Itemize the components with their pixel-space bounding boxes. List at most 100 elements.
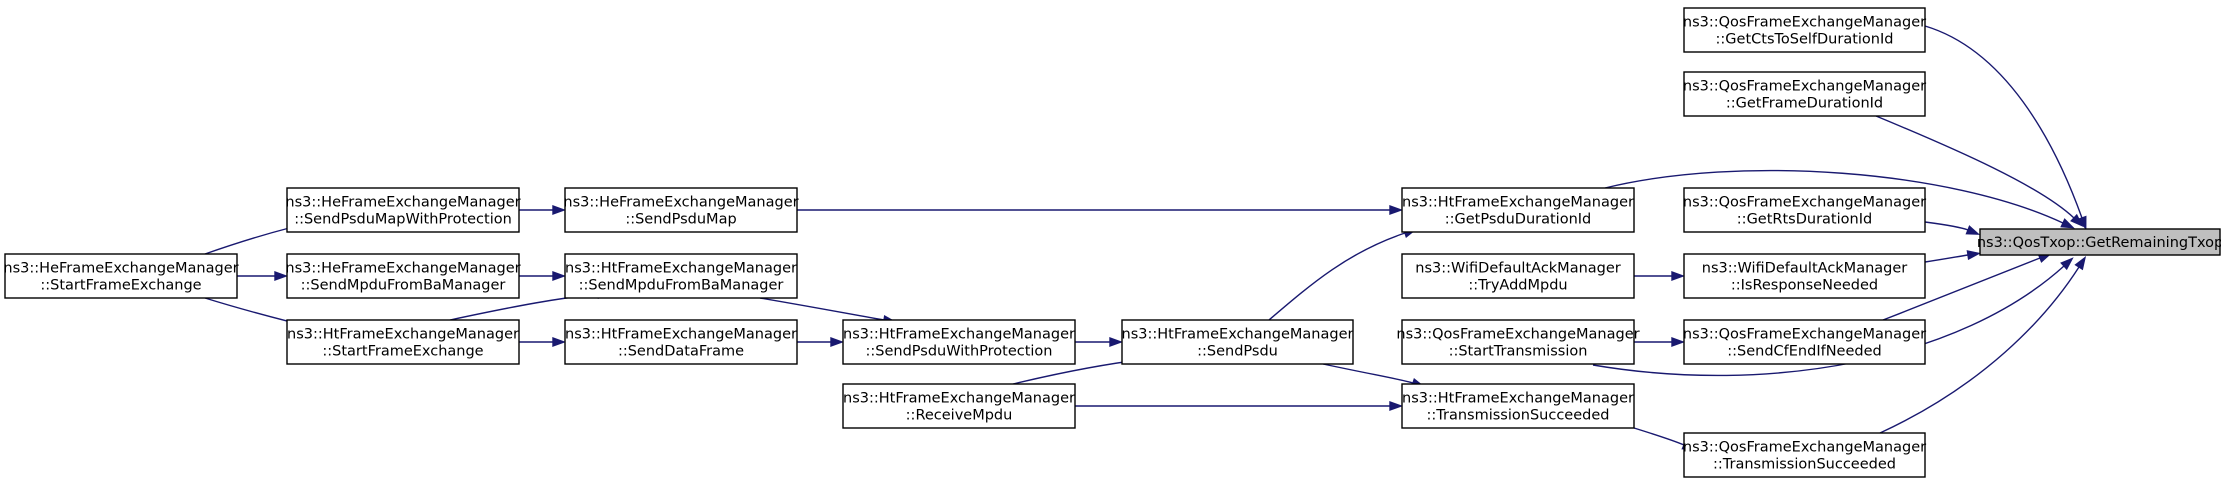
function-node[interactable]: ns3::HtFrameExchangeManager::StartFrameE… — [286, 319, 520, 365]
edge-line — [1924, 25, 2083, 219]
node-box — [1121, 319, 1354, 365]
node-box — [286, 253, 520, 299]
node-label-line: ns3::HtFrameExchangeManager — [565, 261, 797, 277]
node-label-line: ::GetPsduDurationId — [1445, 212, 1592, 228]
edge-arrowhead — [1109, 337, 1124, 347]
node-label-line: ns3::HtFrameExchangeManager — [843, 327, 1075, 343]
node-box — [842, 319, 1076, 365]
function-node[interactable]: ns3::HtFrameExchangeManager::SendPsduWit… — [842, 319, 1076, 365]
edge-line — [1879, 266, 2080, 434]
node-box — [1683, 432, 1926, 478]
edge-qos_getcts-to-root — [1924, 25, 2087, 231]
function-node[interactable]: ns3::QosFrameExchangeManager::GetRtsDura… — [1683, 187, 1926, 233]
node-box — [1401, 187, 1635, 233]
node-label-line: ns3::HtFrameExchangeManager — [843, 391, 1075, 407]
function-node[interactable]: ns3::QosFrameExchangeManager::GetFrameDu… — [1683, 71, 1926, 117]
edge-line — [1924, 221, 1969, 231]
node-label-line: ::ReceiveMpdu — [906, 408, 1013, 424]
node-label-line: ns3::HeFrameExchangeManager — [285, 261, 520, 277]
edge-arrowhead — [2077, 215, 2087, 231]
node-box — [1401, 319, 1635, 365]
node-label-line: ::TransmissionSucceeded — [1713, 457, 1896, 473]
node-label-line: ::TryAddMpdu — [1468, 278, 1567, 294]
node-label-line: ::SendPsduMap — [625, 212, 736, 228]
function-node[interactable]: ns3::HeFrameExchangeManager::SendPsduMap… — [285, 187, 521, 233]
node-label-line: ns3::HtFrameExchangeManager — [287, 327, 519, 343]
node-label-line: ns3::QosFrameExchangeManager — [1683, 327, 1926, 343]
edge-wifi_isresp-to-root — [1924, 250, 1981, 263]
function-node[interactable]: ns3::QosFrameExchangeManager::GetCtsToSe… — [1683, 7, 1926, 53]
function-node[interactable]: ns3::HtFrameExchangeManager::SendPsdu — [1121, 319, 1354, 365]
node-box — [1979, 228, 2221, 256]
node-label-line: ns3::QosFrameExchangeManager — [1683, 440, 1926, 456]
edge-line — [1882, 257, 2041, 321]
function-node[interactable]: ns3::HeFrameExchangeManager::SendMpduFro… — [285, 253, 521, 299]
edge-line — [759, 297, 885, 321]
node-label-line: ::StartFrameExchange — [40, 278, 201, 294]
node-label-line: ::GetFrameDurationId — [1726, 96, 1883, 112]
node-label-line: ns3::HeFrameExchangeManager — [563, 195, 798, 211]
edge-ht_senddata-to-ht_sendpsduprot — [797, 337, 845, 347]
function-node[interactable]: ns3::QosFrameExchangeManager::Transmissi… — [1683, 432, 1926, 478]
edge-line — [1604, 169, 2064, 224]
node-label-line: ns3::HtFrameExchangeManager — [1402, 195, 1634, 211]
node-label-line: ns3::QosFrameExchangeManager — [1396, 327, 1639, 343]
node-label-line: ns3::HtFrameExchangeManager — [1402, 391, 1634, 407]
node-box — [564, 253, 798, 299]
node-label-line: ns3::WifiDefaultAckManager — [1415, 261, 1621, 277]
node-label-line: ::SendMpduFromBaManager — [579, 278, 784, 294]
node-label-line: ns3::HtFrameExchangeManager — [565, 327, 797, 343]
edge-arrowhead — [830, 337, 845, 347]
edge-qos_txsucc-to-root — [1879, 256, 2087, 434]
edge-arrowhead — [552, 205, 567, 215]
edge-qos_getframe-to-root — [1875, 115, 2084, 227]
function-node[interactable]: ns3::WifiDefaultAckManager::IsResponseNe… — [1683, 253, 1926, 299]
function-node[interactable]: ns3::WifiDefaultAckManager::TryAddMpdu — [1401, 253, 1635, 299]
edge-arrowhead — [1389, 401, 1404, 411]
node-box — [842, 383, 1076, 429]
node-box — [564, 187, 798, 233]
node-box — [286, 187, 520, 233]
function-node[interactable]: ns3::HtFrameExchangeManager::GetPsduDura… — [1401, 187, 1635, 233]
function-node[interactable]: ns3::HtFrameExchangeManager::Transmissio… — [1401, 383, 1635, 429]
root-node[interactable]: ns3::QosTxop::GetRemainingTxop — [1977, 228, 2221, 256]
edge-arrowhead — [1966, 250, 1981, 261]
edge-he_sendmpduba-to-ht_sendmpduba — [519, 271, 567, 281]
edge-line — [1875, 115, 2075, 219]
node-box — [1683, 187, 1926, 233]
function-node[interactable]: ns3::HeFrameExchangeManager::StartFrameE… — [3, 253, 239, 299]
function-node[interactable]: ns3::HtFrameExchangeManager::ReceiveMpdu — [842, 383, 1076, 429]
node-label-line: ns3::HtFrameExchangeManager — [1122, 327, 1354, 343]
node-label-line: ::SendDataFrame — [618, 344, 744, 360]
node-label-line: ::IsResponseNeeded — [1731, 278, 1878, 294]
function-node[interactable]: ns3::HtFrameExchangeManager::SendMpduFro… — [564, 253, 798, 299]
edge-arrowhead — [1671, 337, 1686, 347]
node-box — [564, 319, 798, 365]
function-node[interactable]: ns3::HeFrameExchangeManager::SendPsduMap — [563, 187, 799, 233]
node-box — [1683, 7, 1926, 53]
node-label-line: ns3::HeFrameExchangeManager — [3, 261, 238, 277]
node-label-line: ::SendPsduWithProtection — [865, 344, 1052, 360]
edge-arrowhead — [1671, 271, 1686, 281]
node-label-line: ::SendPsduMapWithProtection — [294, 212, 512, 228]
function-node[interactable]: ns3::QosFrameExchangeManager::SendCfEndI… — [1683, 319, 1926, 365]
edge-ht_getpsdu-to-root — [1604, 169, 2075, 229]
function-node[interactable]: ns3::HtFrameExchangeManager::SendDataFra… — [564, 319, 798, 365]
nodes-layer: ns3::QosTxop::GetRemainingTxopns3::QosFr… — [3, 7, 2221, 478]
edge-arrowhead — [552, 337, 567, 347]
node-label-line: ns3::QosFrameExchangeManager — [1683, 15, 1926, 31]
function-node[interactable]: ns3::QosFrameExchangeManager::StartTrans… — [1396, 319, 1640, 365]
node-box — [1401, 383, 1635, 429]
edge-arrowhead — [2060, 218, 2075, 229]
node-label-line: ns3::QosFrameExchangeManager — [1683, 195, 1926, 211]
node-label-line: ::SendCfEndIfNeeded — [1727, 344, 1881, 360]
edge-ht_startfe-to-ht_senddata — [519, 337, 567, 347]
node-label-line: ::GetCtsToSelfDurationId — [1716, 32, 1894, 48]
edge-he_startfe-to-he_sendmpduba — [237, 271, 289, 281]
node-box — [1683, 253, 1926, 299]
node-label-line: ::StartFrameExchange — [322, 344, 483, 360]
edge-arrowhead — [552, 271, 567, 281]
node-label-line: ::GetRtsDurationId — [1737, 212, 1872, 228]
node-box — [4, 253, 238, 299]
